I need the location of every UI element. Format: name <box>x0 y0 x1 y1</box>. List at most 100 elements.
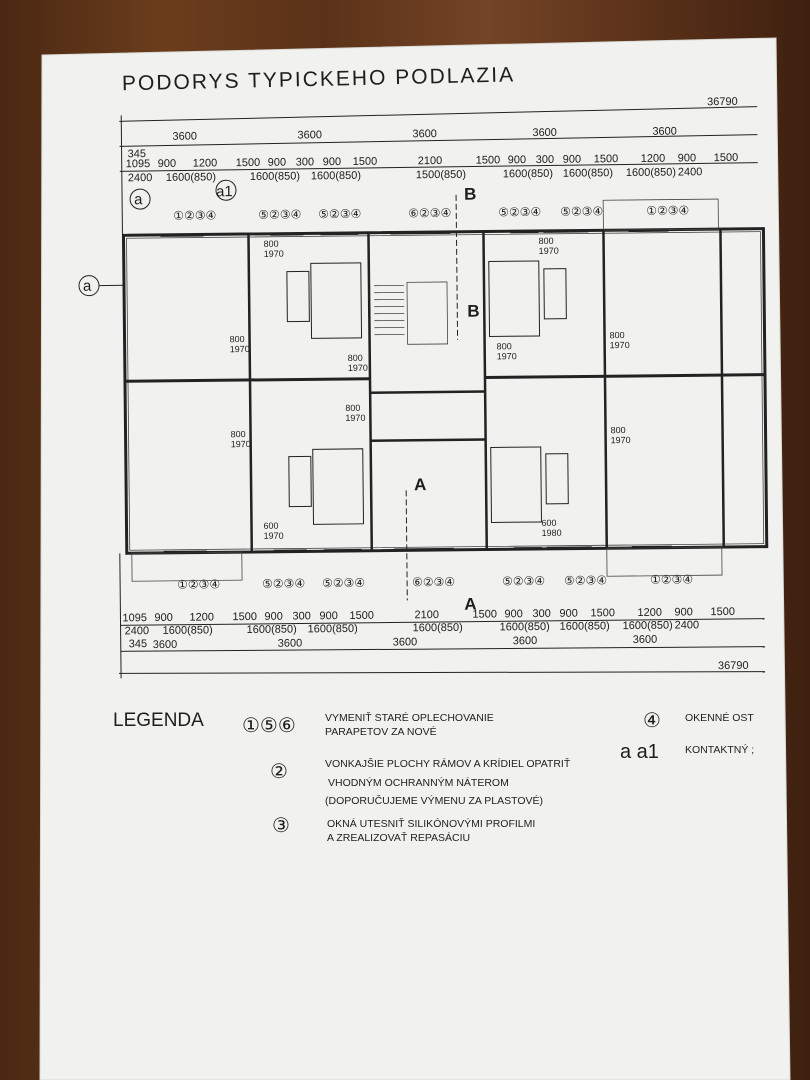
segment-dimension-bottom: 1500 <box>349 610 374 622</box>
segment-dimension-bottom: 900 <box>319 610 337 622</box>
window-bottom <box>393 547 454 551</box>
window-tag-bottom: ⑤②③④ <box>502 574 545 588</box>
opening-dimension-top: 1500(850) <box>416 169 466 182</box>
door-width-label: 800 <box>230 334 245 344</box>
door-width-label: 600 <box>263 521 278 531</box>
module-dimension-bottom: 3600 <box>278 637 303 649</box>
module-dimension-bottom: 3600 <box>513 635 538 647</box>
door-height-label: 1970 <box>611 435 631 445</box>
opening-dimension-top: 1600(850) <box>503 168 553 181</box>
segment-dimension-bottom: 1500 <box>472 608 497 620</box>
segment-dimension-top: 1500 <box>476 154 501 166</box>
window-tag-top: ⑤②③④ <box>258 207 301 221</box>
segment-dimension-bottom: 300 <box>292 610 310 622</box>
legend-item-4-line1: OKENNÉ OST <box>685 711 754 724</box>
legend-symbol-4: ④ <box>643 710 661 732</box>
module-dimension-top: 3600 <box>297 129 322 141</box>
segment-dimension-top: 900 <box>678 152 696 164</box>
legend-item-3-line1: OKNÁ UTESNIŤ SILIKÓNOVÝMI PROFILMI <box>327 817 535 830</box>
door-width-label: 600 <box>541 518 556 528</box>
marker-a-left: a <box>83 278 92 295</box>
window-tag-top: ⑤②③④ <box>560 204 603 218</box>
legend-item-1-line2: PARAPETOV ZA NOVÉ <box>325 725 437 738</box>
legend-item-5-line1: KONTAKTNÝ ; <box>685 743 754 756</box>
segment-dimension-top: 1095 <box>126 158 151 170</box>
opening-dimension-bottom: 1600(850) <box>500 621 550 634</box>
legend-symbols-1-5-6: ①⑤⑥ <box>242 715 296 737</box>
door-width-label: 800 <box>538 236 553 246</box>
segment-dimension-top: 900 <box>563 154 581 166</box>
opening-dimension-top: 2400 <box>128 172 153 184</box>
window-tag-bottom: ⑤②③④ <box>262 576 305 590</box>
legend-item-2-line2: VHODNÝM OCHRANNÝM NÁTEROM <box>328 776 509 789</box>
module-dimension-top: 3600 <box>532 127 557 139</box>
segment-dimension-top: 900 <box>508 154 526 166</box>
segment-dimension-bottom: 900 <box>154 612 172 624</box>
door-width-label: 800 <box>497 341 512 351</box>
marker-a-top: a <box>134 191 143 208</box>
legend-item-2-line3: (DOPORUČUJEME VÝMENU ZA PLASTOVÉ) <box>325 794 543 807</box>
module-dimension-bottom: 3600 <box>633 634 658 646</box>
module-dimension-top: 3600 <box>412 128 437 140</box>
segment-dimension-bottom: 1500 <box>232 611 257 623</box>
segment-dimension-top: 900 <box>158 158 176 170</box>
door-height-label: 1980 <box>542 528 562 538</box>
segment-dimension-top: 300 <box>536 154 554 166</box>
segment-dimension-bottom: 1500 <box>590 607 615 619</box>
door-height-label: 1970 <box>231 439 251 449</box>
legend: LEGENDA ①⑤⑥ VYMENIŤ STARÉ OPLECHOVANIE P… <box>113 710 754 844</box>
door-width-label: 800 <box>348 353 363 363</box>
opening-dimension-bottom: 2400 <box>675 619 700 631</box>
opening-dimension-bottom: 1600(850) <box>623 620 673 633</box>
segment-dimension-top: 900 <box>323 156 341 168</box>
window-tag-top: ⑤②③④ <box>318 207 361 221</box>
module-dimension-top: 3600 <box>172 131 197 143</box>
segment-dimension-bottom: 900 <box>674 606 692 618</box>
window-tag-bottom: ①②③④ <box>650 572 693 586</box>
door-height-label: 1970 <box>264 249 284 259</box>
module-dimension-bottom: 3600 <box>393 636 418 648</box>
offset-dimension-top: 345 <box>128 148 146 160</box>
door-height-label: 1970 <box>497 351 517 361</box>
window-tag-bottom: ⑤②③④ <box>322 576 365 590</box>
door-height-label: 1970 <box>230 344 250 354</box>
segment-dimension-bottom: 1095 <box>122 612 147 624</box>
opening-dimension-bottom: 1600(850) <box>308 623 358 636</box>
opening-dimension-bottom: 2400 <box>125 625 150 637</box>
offset-dimension-bottom: 345 <box>129 638 147 650</box>
legend-symbol-3: ③ <box>272 815 290 837</box>
door-height-label: 1970 <box>539 246 559 256</box>
segment-dimension-top: 900 <box>268 157 286 169</box>
module-dimension-top: 3600 <box>652 126 677 138</box>
door-height-label: 1970 <box>264 531 284 541</box>
opening-dimension-bottom: 1600(850) <box>163 624 213 637</box>
segment-dimension-top: 1200 <box>193 157 218 169</box>
paper-sheet <box>40 38 790 1080</box>
opening-dimension-bottom: 1600(850) <box>413 622 463 635</box>
opening-dimension-top: 1600(850) <box>563 167 613 180</box>
window-tag-bottom: ⑤②③④ <box>564 573 607 587</box>
legend-heading: LEGENDA <box>113 710 204 731</box>
opening-dimension-bottom: 1600(850) <box>560 620 610 633</box>
segment-dimension-bottom: 1200 <box>637 607 662 619</box>
segment-dimension-top: 1200 <box>641 153 666 165</box>
segment-dimension-bottom: 2100 <box>414 609 439 621</box>
segment-dimension-bottom: 1500 <box>710 606 735 618</box>
total-dimension-bottom: 36790 <box>718 660 749 672</box>
section-marker-b-inner: B <box>467 302 479 321</box>
opening-dimension-top: 2400 <box>678 166 703 178</box>
window-tag-bottom: ①②③④ <box>177 577 220 591</box>
door-width-label: 800 <box>610 425 625 435</box>
section-marker-a-inner: A <box>414 475 426 494</box>
legend-symbol-2: ② <box>270 761 288 783</box>
door-height-label: 1970 <box>345 413 365 423</box>
segment-dimension-top: 2100 <box>418 155 443 167</box>
door-width-label: 800 <box>264 239 279 249</box>
section-marker-a-bottom: A <box>464 595 476 614</box>
opening-dimension-top: 1600(850) <box>626 167 676 180</box>
marker-a1: a1 <box>216 183 233 200</box>
segment-dimension-top: 1500 <box>353 156 378 168</box>
segment-dimension-bottom: 1200 <box>189 611 214 623</box>
window-tag-top: ⑥②③④ <box>408 206 451 220</box>
